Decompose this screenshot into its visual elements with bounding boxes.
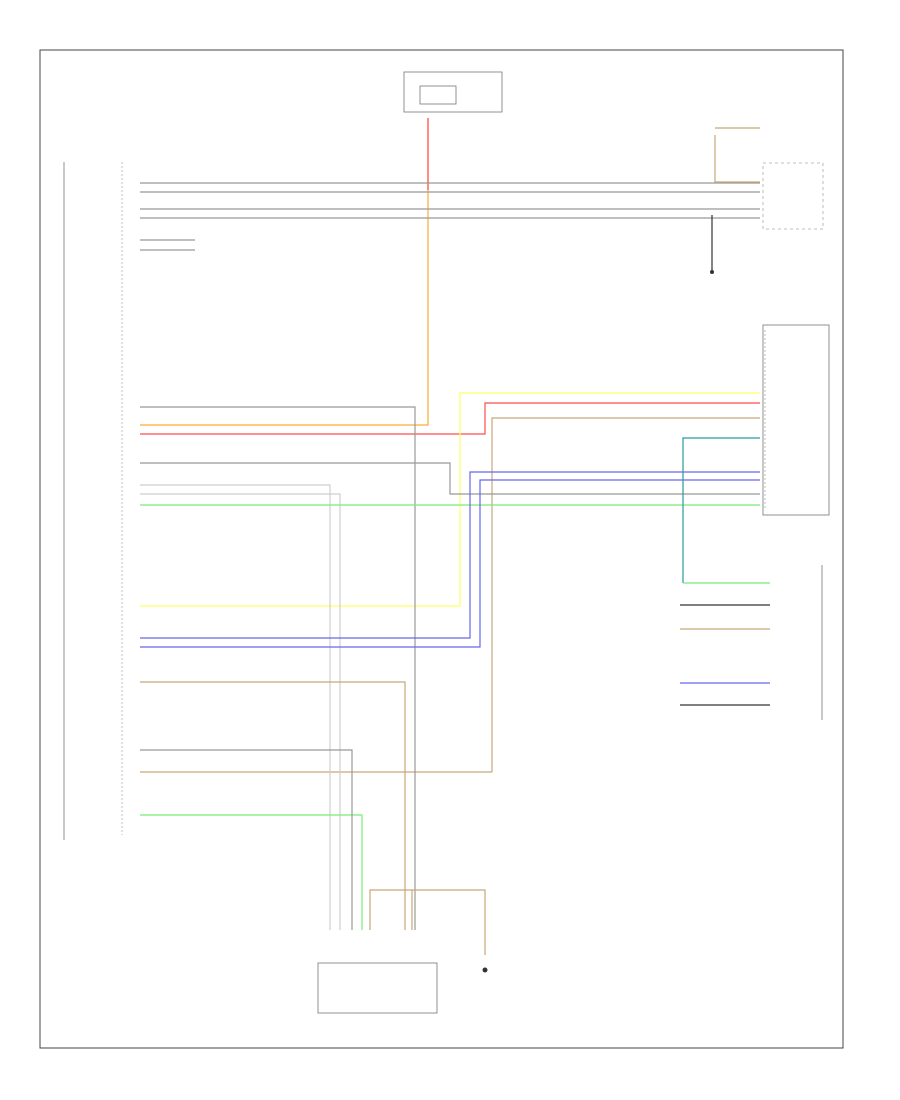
wire-red-main: [140, 402, 760, 435]
wire-grey-4: [140, 493, 341, 930]
wire-brown-top: [491, 417, 760, 772]
fuse-element: [419, 85, 457, 105]
wire-blue-2: [140, 479, 760, 648]
right-control-module: [762, 324, 830, 516]
fuse-box: [403, 71, 503, 113]
wire-grey-2: [140, 462, 760, 495]
wire-green-low: [140, 814, 363, 930]
wire-grey-3: [140, 484, 331, 930]
wire-brown-mid: [140, 681, 406, 930]
wire-grey-low: [140, 749, 353, 930]
top-right-component: [762, 162, 824, 230]
wire-brown-topright: [714, 135, 760, 183]
wire-blue-1: [140, 471, 760, 639]
diagram-frame: [39, 49, 844, 1049]
wire-teal-right: [682, 437, 760, 583]
bottom-control-module: [317, 962, 438, 1014]
wire-bottom-loop: [369, 889, 486, 955]
wire-grey-1: [140, 406, 416, 930]
ground-symbol-bottom: [482, 967, 488, 973]
wire-yellow-top: [459, 392, 760, 606]
wire-orange-main: [140, 118, 429, 426]
wires-layer: [140, 118, 770, 955]
ground-symbol-right: [710, 270, 714, 274]
